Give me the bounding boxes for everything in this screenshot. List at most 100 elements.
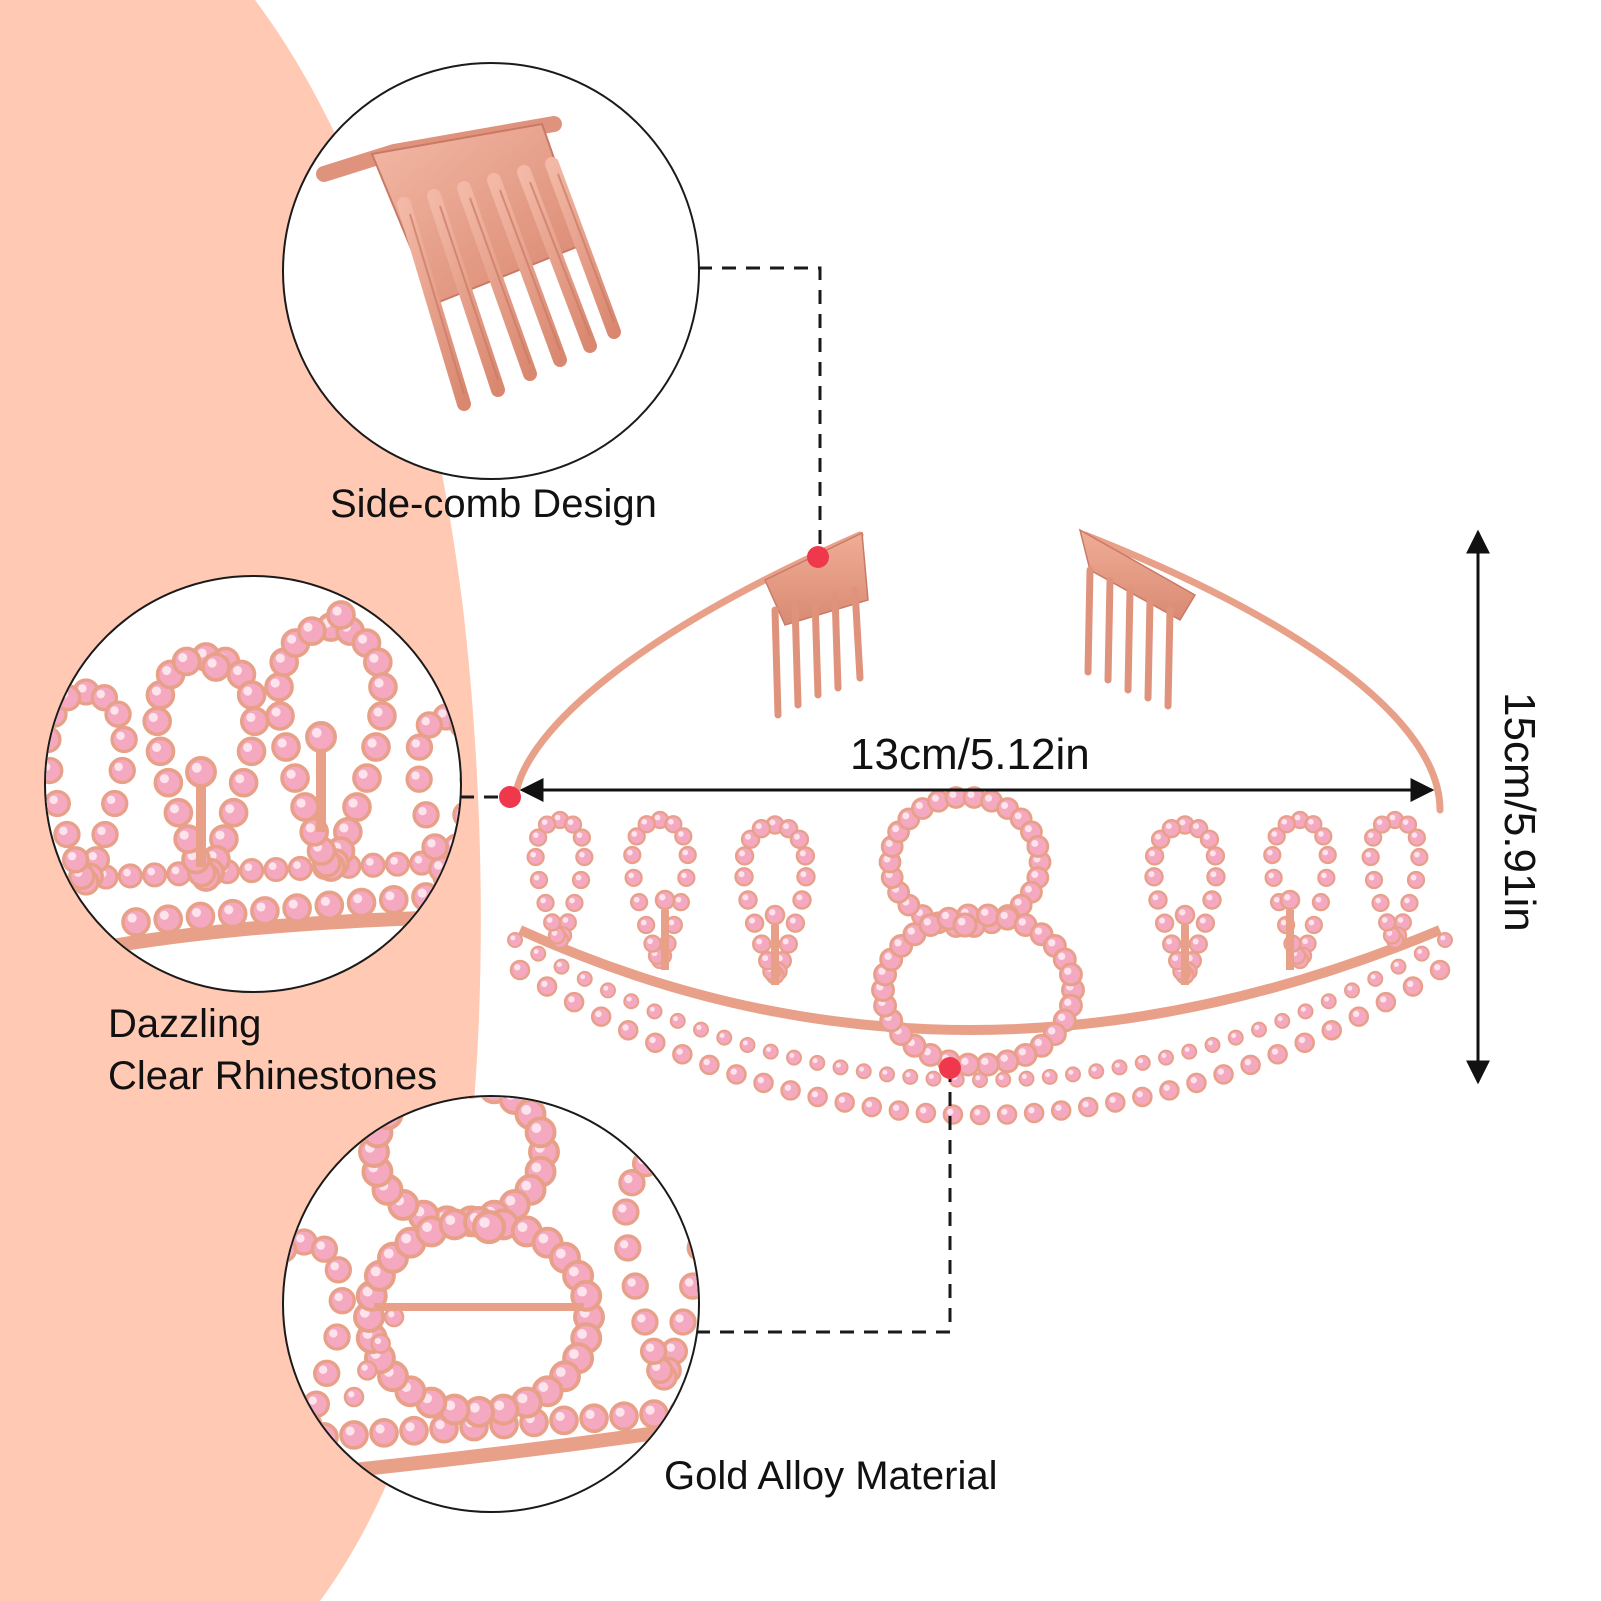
headband-wire (1081, 531, 1444, 814)
rhinestone (536, 976, 558, 997)
rhinestone (734, 846, 755, 866)
rhinestone (536, 893, 555, 913)
rhinestone (1367, 970, 1384, 987)
rhinestone (645, 1032, 666, 1054)
comb-caption: Side-comb Design (330, 482, 657, 526)
rhinestone (744, 913, 765, 933)
rhinestone-caption-line1: Dazzling (108, 1002, 262, 1046)
rhinestone (716, 1029, 733, 1046)
rhinestone (726, 1064, 747, 1085)
rhinestone-detail-image (46, 600, 460, 954)
rhinestone (674, 827, 693, 846)
rhinestone (1402, 976, 1424, 997)
rhinestone (672, 1044, 693, 1065)
rhinestone (699, 1054, 720, 1076)
rhinestone (1318, 845, 1337, 865)
rhinestone (1400, 893, 1419, 913)
rhinestone (575, 847, 594, 867)
rhinestone (671, 893, 691, 912)
rhinestone (1413, 945, 1430, 962)
rhinestone (925, 1070, 942, 1087)
rhinestone (572, 828, 591, 847)
rhinestone (1148, 890, 1168, 910)
rhinestone (284, 1235, 298, 1263)
rhinestone (995, 1049, 1020, 1074)
rhinestone (46, 725, 62, 754)
rhinestone (861, 1096, 883, 1118)
rhinestone (1407, 828, 1426, 847)
rhinestone (1162, 934, 1182, 954)
rhinestone (1314, 827, 1333, 846)
rhinestone (785, 913, 806, 933)
rhinestone (1144, 867, 1164, 887)
material-caption: Gold Alloy Material (664, 1454, 998, 1498)
rhinestone (1018, 1070, 1035, 1087)
material-detail-circle (282, 1095, 700, 1513)
rhinestone (507, 932, 523, 948)
rhinestone (1437, 932, 1453, 948)
rhinestone (637, 815, 656, 834)
rhinestone (1204, 1037, 1221, 1053)
rhinestone (996, 1104, 1018, 1125)
rhinestone (807, 1086, 828, 1108)
rhinestone (834, 1092, 855, 1113)
rhinestone (1144, 846, 1165, 866)
rhinestone (1213, 1064, 1234, 1085)
rhinestone (1406, 870, 1426, 890)
rhinestone (1317, 868, 1336, 887)
rhinestone (590, 1006, 612, 1027)
rhinestone (576, 970, 593, 987)
rhinestone (1375, 991, 1397, 1013)
rhinestone (526, 847, 545, 867)
rhinestone (956, 1052, 981, 1077)
rhinestone (1154, 913, 1175, 933)
material-leader-line (698, 1068, 952, 1334)
rhinestone (284, 1359, 295, 1387)
rhinestone (410, 1097, 438, 1105)
rhinestone (529, 870, 549, 890)
rhinestone (654, 889, 676, 911)
rhinestone (1174, 904, 1196, 926)
rhinestone (1195, 913, 1216, 933)
rhinestone (809, 1054, 826, 1071)
rhinestone (753, 1072, 774, 1094)
rhinestone (1161, 818, 1182, 839)
rhinestone (1251, 1021, 1267, 1038)
rhinestone (1205, 846, 1226, 866)
rhinestone (1263, 845, 1282, 865)
rhinestone (1058, 962, 1083, 987)
material-marker-dot (939, 1057, 961, 1079)
rhinestone (1372, 815, 1392, 834)
rhinestone (1134, 1054, 1151, 1071)
rhinestone (1240, 1054, 1261, 1076)
rhinestone (565, 893, 584, 913)
rhinestone (1364, 870, 1384, 890)
rhinestone (1227, 1029, 1244, 1046)
rhinestone (1158, 1049, 1174, 1066)
rhinestone (796, 867, 816, 887)
rhinestone (952, 912, 978, 938)
tiara-body (507, 786, 1453, 1126)
rhinestone (1077, 1096, 1099, 1118)
height-dimension-label: 15cm/5.91in (1495, 692, 1544, 932)
rhinestone (1378, 913, 1397, 932)
rhinestone (1321, 1019, 1343, 1041)
rhinestone (1390, 958, 1407, 975)
rhinestone-detail-circle (44, 575, 462, 993)
rhinestone (855, 1063, 872, 1080)
rhinestone (1159, 1080, 1180, 1101)
rhinestone (975, 903, 1000, 928)
rhinestone (1267, 1044, 1288, 1065)
rhinestone (1294, 1032, 1315, 1054)
rhinestone (617, 1019, 639, 1041)
rhinestone (46, 756, 64, 785)
rhinestone (624, 868, 643, 887)
rhinestone (734, 867, 754, 887)
rhinestone (752, 934, 772, 954)
rhinestone (751, 818, 772, 839)
rhinestone (1050, 1100, 1072, 1121)
rhinestone (563, 991, 585, 1013)
rhinestone (789, 829, 810, 850)
rhinestone (1274, 1012, 1291, 1029)
